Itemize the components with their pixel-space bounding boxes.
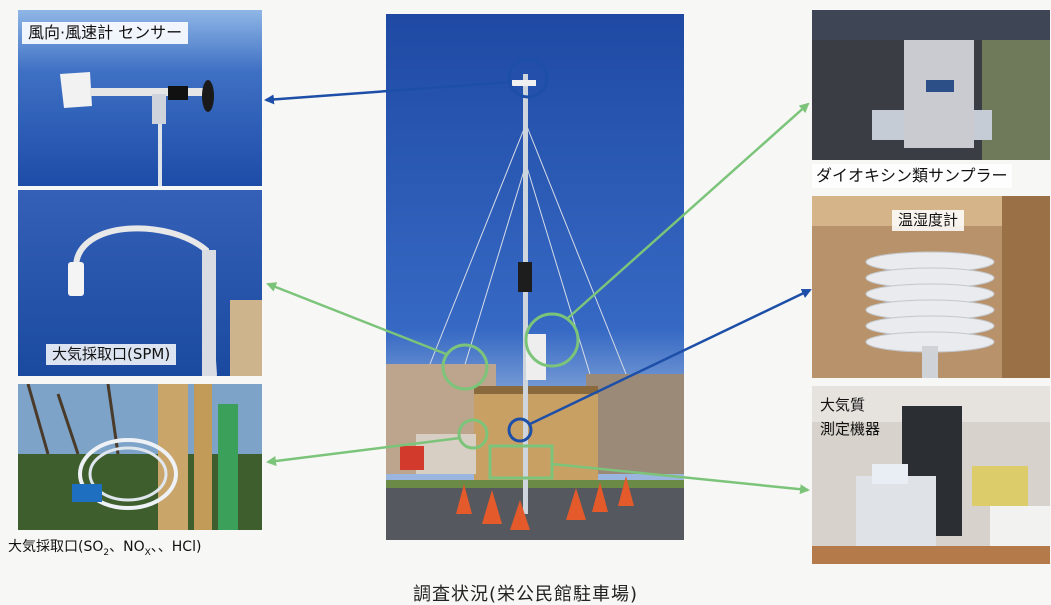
gas-intake-label: 大気採取口(SO2、NOX、、HCl)	[8, 539, 202, 558]
dioxin-sampler-label: ダイオキシン類サンプラー	[812, 164, 1012, 188]
air-quality-instrument-photo	[812, 386, 1050, 564]
main-site-photo	[386, 14, 684, 540]
gas-intake-photo	[18, 384, 262, 530]
thermo-hygrometer-label: 温湿度計	[892, 210, 965, 231]
figure-caption: 調査状況(栄公民館駐車場)	[412, 584, 639, 605]
wind-sensor-label: 風向·風速計 センサー	[22, 22, 189, 44]
dioxin-sampler-photo	[812, 10, 1050, 160]
spm-intake-label: 大気採取口(SPM)	[46, 344, 177, 365]
air-quality-label-line1: 大気質	[820, 396, 866, 414]
air-quality-label-line2: 測定機器	[820, 420, 881, 438]
